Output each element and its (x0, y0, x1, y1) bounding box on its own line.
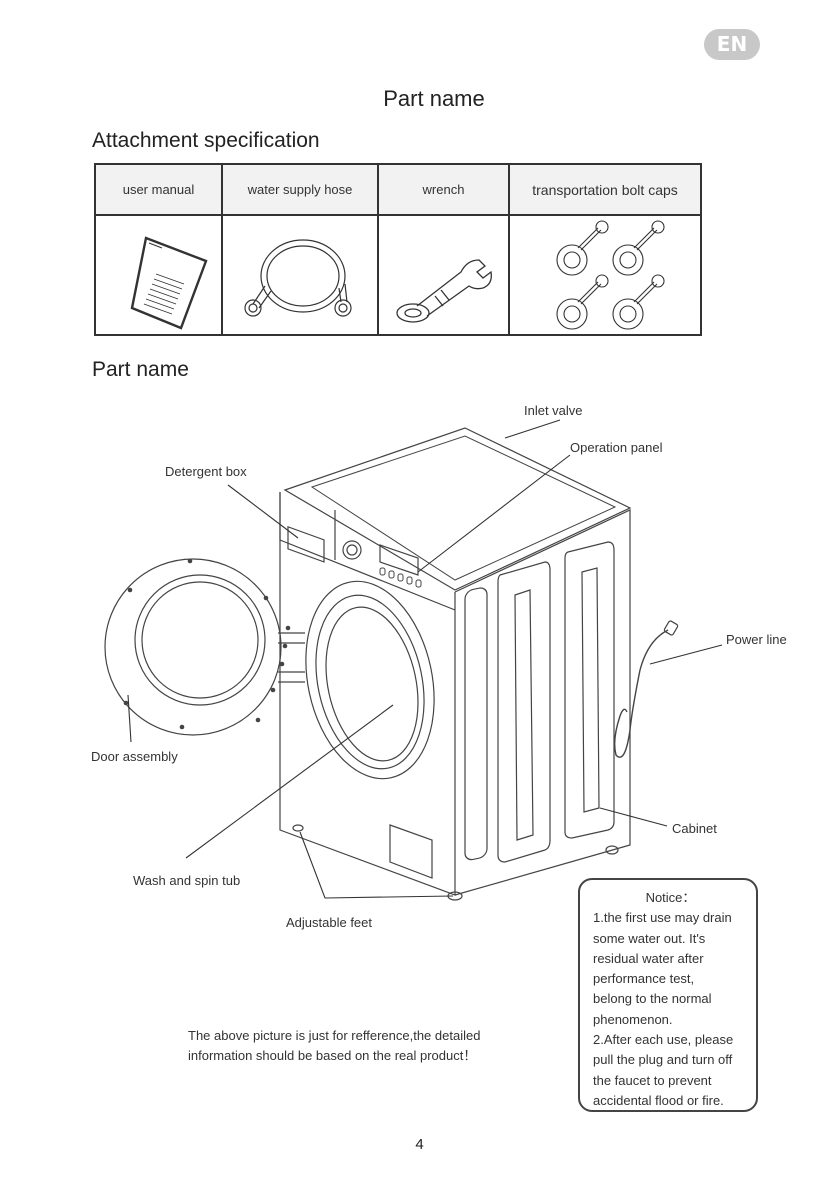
power-line-cord (613, 629, 669, 758)
language-badge: EN (704, 29, 760, 60)
notice-line: some water out. It's (593, 930, 706, 946)
label-wash-spin-tub: Wash and spin tub (133, 873, 241, 888)
notice-line: accidental flood or fire. (593, 1092, 724, 1108)
label-cabinet: Cabinet (672, 821, 717, 836)
leader-detergent-box (227, 484, 299, 539)
attachment-table: user manual water supply hose wrench tra… (94, 163, 702, 336)
label-power-line: Power line (726, 632, 787, 647)
attachment-section-title: Attachment specification (92, 129, 320, 152)
attachment-image-cell (377, 214, 510, 336)
notice-box: Notice： 1.the first use may drain some w… (578, 878, 758, 1112)
leader-power-line (649, 644, 723, 665)
label-inlet-valve: Inlet valve (524, 403, 583, 418)
attachment-image-row (94, 214, 702, 336)
notice-line: residual water after (593, 950, 704, 966)
notice-title: Notice： (645, 890, 696, 905)
notice-line: phenomenon. (593, 1011, 673, 1027)
leader-operation-panel (417, 454, 571, 573)
part-section-title: Part name (92, 358, 189, 381)
label-adjustable-feet: Adjustable feet (286, 915, 373, 930)
disclaimer-line: information should be based on the real … (188, 1048, 477, 1063)
label-operation-panel: Operation panel (570, 440, 663, 455)
attachment-header-cell: user manual (94, 163, 223, 216)
machine-side (454, 509, 631, 896)
leader-door-assembly (127, 694, 132, 743)
user-manual-icon (130, 236, 208, 330)
leader-inlet-valve (504, 419, 561, 439)
transportation-bolt-caps-icon (556, 220, 665, 330)
disclaimer-line: The above picture is just for refference… (188, 1028, 481, 1043)
attachment-header-cell: water supply hose (221, 163, 379, 216)
leader-wash-spin-tub (185, 704, 394, 859)
notice-line: belong to the normal (593, 991, 712, 1007)
wrench-icon (396, 259, 492, 323)
attachment-header-cell: wrench (377, 163, 510, 216)
disclaimer: The above picture is just for refference… (188, 1026, 480, 1066)
attachment-header-row: user manual water supply hose wrench tra… (94, 163, 702, 216)
page-title: Part name (383, 86, 485, 111)
leader-adjustable-feet (299, 831, 454, 899)
attachment-image-cell (221, 214, 379, 336)
notice-line: performance test, (593, 971, 695, 987)
washing-machine-diagram (104, 419, 723, 901)
notice-line: 1.the first use may drain (593, 910, 732, 926)
notice-line: the faucet to prevent (593, 1072, 712, 1088)
door-assembly (104, 558, 282, 736)
label-door-assembly: Door assembly (91, 749, 178, 764)
attachment-image-cell (508, 214, 702, 336)
leader-cabinet (599, 807, 668, 827)
label-detergent-box: Detergent box (165, 464, 247, 479)
page-number: 4 (415, 1136, 424, 1153)
water-supply-hose-icon (244, 239, 352, 317)
attachment-header-cell: transportation bolt caps (508, 163, 702, 216)
wash-spin-tub (305, 580, 435, 780)
notice-line: 2.After each use, please (593, 1032, 734, 1048)
attachment-image-cell (94, 214, 223, 336)
notice-line: pull the plug and turn off (593, 1052, 733, 1068)
machine-top (283, 427, 632, 591)
